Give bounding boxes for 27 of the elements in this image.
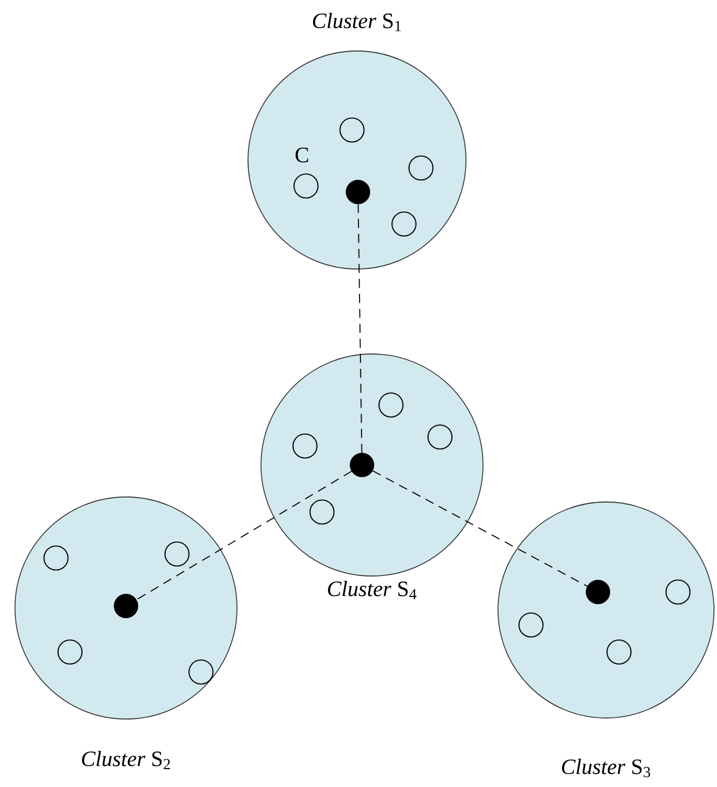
point-circle bbox=[309, 499, 335, 525]
point-circle bbox=[427, 424, 453, 450]
cluster-title: Cluster S$_{1}$ bbox=[313, 12, 401, 32]
point-circle bbox=[408, 155, 434, 181]
dashed-line bbox=[358, 204, 362, 454]
point-circle bbox=[188, 659, 214, 685]
point-circle bbox=[43, 545, 69, 571]
cluster-title: Cluster S$_{4}$ bbox=[328, 580, 416, 600]
center-dot bbox=[114, 594, 138, 618]
point-circle bbox=[293, 173, 319, 199]
dashed-line bbox=[136, 470, 352, 600]
cluster-title: Cluster S$_{3}$ bbox=[562, 758, 650, 778]
point-circle bbox=[339, 117, 365, 143]
point-label: C bbox=[296, 148, 308, 162]
point-circle bbox=[164, 541, 190, 567]
point-circle bbox=[606, 639, 632, 665]
cluster-title: Cluster S$_{2}$ bbox=[82, 750, 170, 770]
point-circle bbox=[378, 392, 404, 418]
point-circle bbox=[292, 433, 318, 459]
center-dot bbox=[350, 452, 374, 478]
center-dot bbox=[346, 180, 370, 204]
point-circle bbox=[57, 639, 83, 665]
point-circle bbox=[391, 211, 417, 237]
point-circle bbox=[665, 579, 691, 605]
center-dot bbox=[586, 580, 610, 604]
dashed-line bbox=[372, 470, 588, 587]
point-circle bbox=[518, 612, 544, 638]
